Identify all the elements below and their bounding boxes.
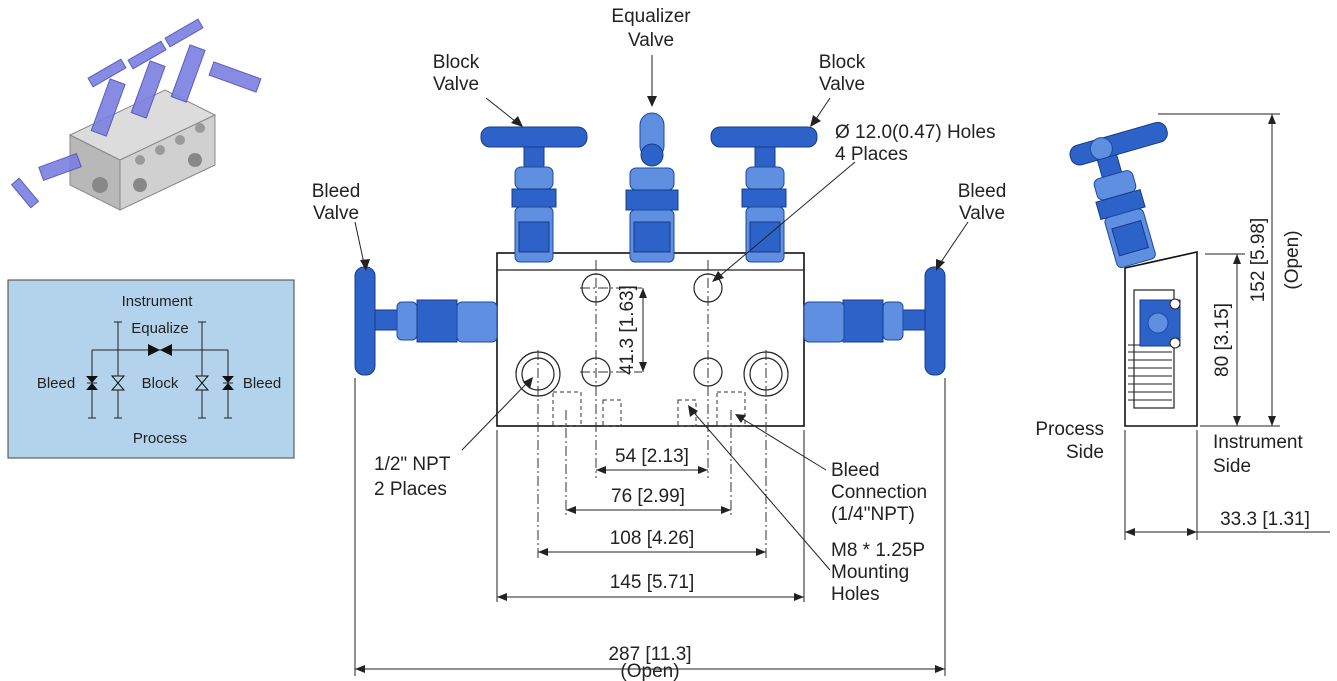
dim-145: 145 [5.71] [610,572,695,593]
label-bleed-conn-line2: Connection [831,482,927,503]
label-block-right-line2: Valve [819,74,865,95]
label-mounting-line2: Mounting [831,562,909,583]
dim-54: 54 [2.13] [615,446,689,467]
bleed-valve-left [354,266,498,376]
label-bleed-conn-line1: Bleed [831,460,880,481]
label-process-side-line2: Side [1066,442,1104,463]
label-npt-line1: 1/2" NPT [374,454,451,475]
block-valve-left [480,126,588,263]
bleed-valve-right [803,266,946,376]
manifold-body [496,252,805,427]
front-view: 54 [2.13] 76 [2.99] 108 [4.26] 145 [5.71… [312,6,1007,681]
label-block-right-line1: Block [819,52,866,73]
label-npt-line2: 2 Places [374,479,447,500]
dim-80: 80 [3.15] [1212,303,1233,377]
schematic-process: Process [133,430,187,447]
schematic-bleed-right: Bleed [243,375,281,392]
label-mounting-line3: Holes [831,584,880,605]
schematic-instrument: Instrument [122,293,194,310]
label-instrument-side-line2: Side [1213,456,1251,477]
block-valve-right [710,126,818,263]
schematic-background [7,279,295,459]
label-bleed-left-line1: Bleed [312,181,361,202]
equalizer-valve [625,112,679,263]
schematic-bleed-left: Bleed [37,375,75,392]
label-mounting-line1: M8 * 1.25P [831,540,925,561]
label-bleed-left-line2: Valve [313,203,359,224]
label-bleed-right-line1: Bleed [958,181,1007,202]
dim-152-open: (Open) [1282,230,1303,289]
dim-33: 33.3 [1.31] [1220,509,1310,530]
schematic-equalize: Equalize [131,320,189,337]
label-bleed-right-line2: Valve [959,203,1005,224]
schematic-box: Instrument Equalize Bleed Block Bleed Pr… [7,279,295,459]
dim-287: 287 [11.3] [608,644,691,665]
dim-41: 41.3 [1.63] [617,285,638,375]
dim-108: 108 [4.26] [610,528,695,549]
side-view: 80 [3.15] 152 [5.98] (Open) 33.3 [1.31] … [1035,113,1330,540]
dim-152: 152 [5.98] [1248,218,1269,303]
label-instrument-side-line1: Instrument [1213,432,1303,453]
label-equalizer-line2: Valve [628,30,674,51]
dim-76: 76 [2.99] [611,486,685,507]
label-holes-line1: Ø 12.0(0.47) Holes [835,122,996,143]
label-block-left-line1: Block [433,52,480,73]
schematic-block: Block [142,375,179,392]
label-process-side-line1: Process [1035,419,1104,440]
open-note: (Open) [620,661,679,681]
label-holes-line2: 4 Places [835,144,908,165]
label-equalizer-line1: Equalizer [611,6,691,27]
isometric-view [10,18,262,211]
label-bleed-conn-line3: (1/4"NPT) [831,504,915,525]
label-block-left-line2: Valve [433,74,479,95]
